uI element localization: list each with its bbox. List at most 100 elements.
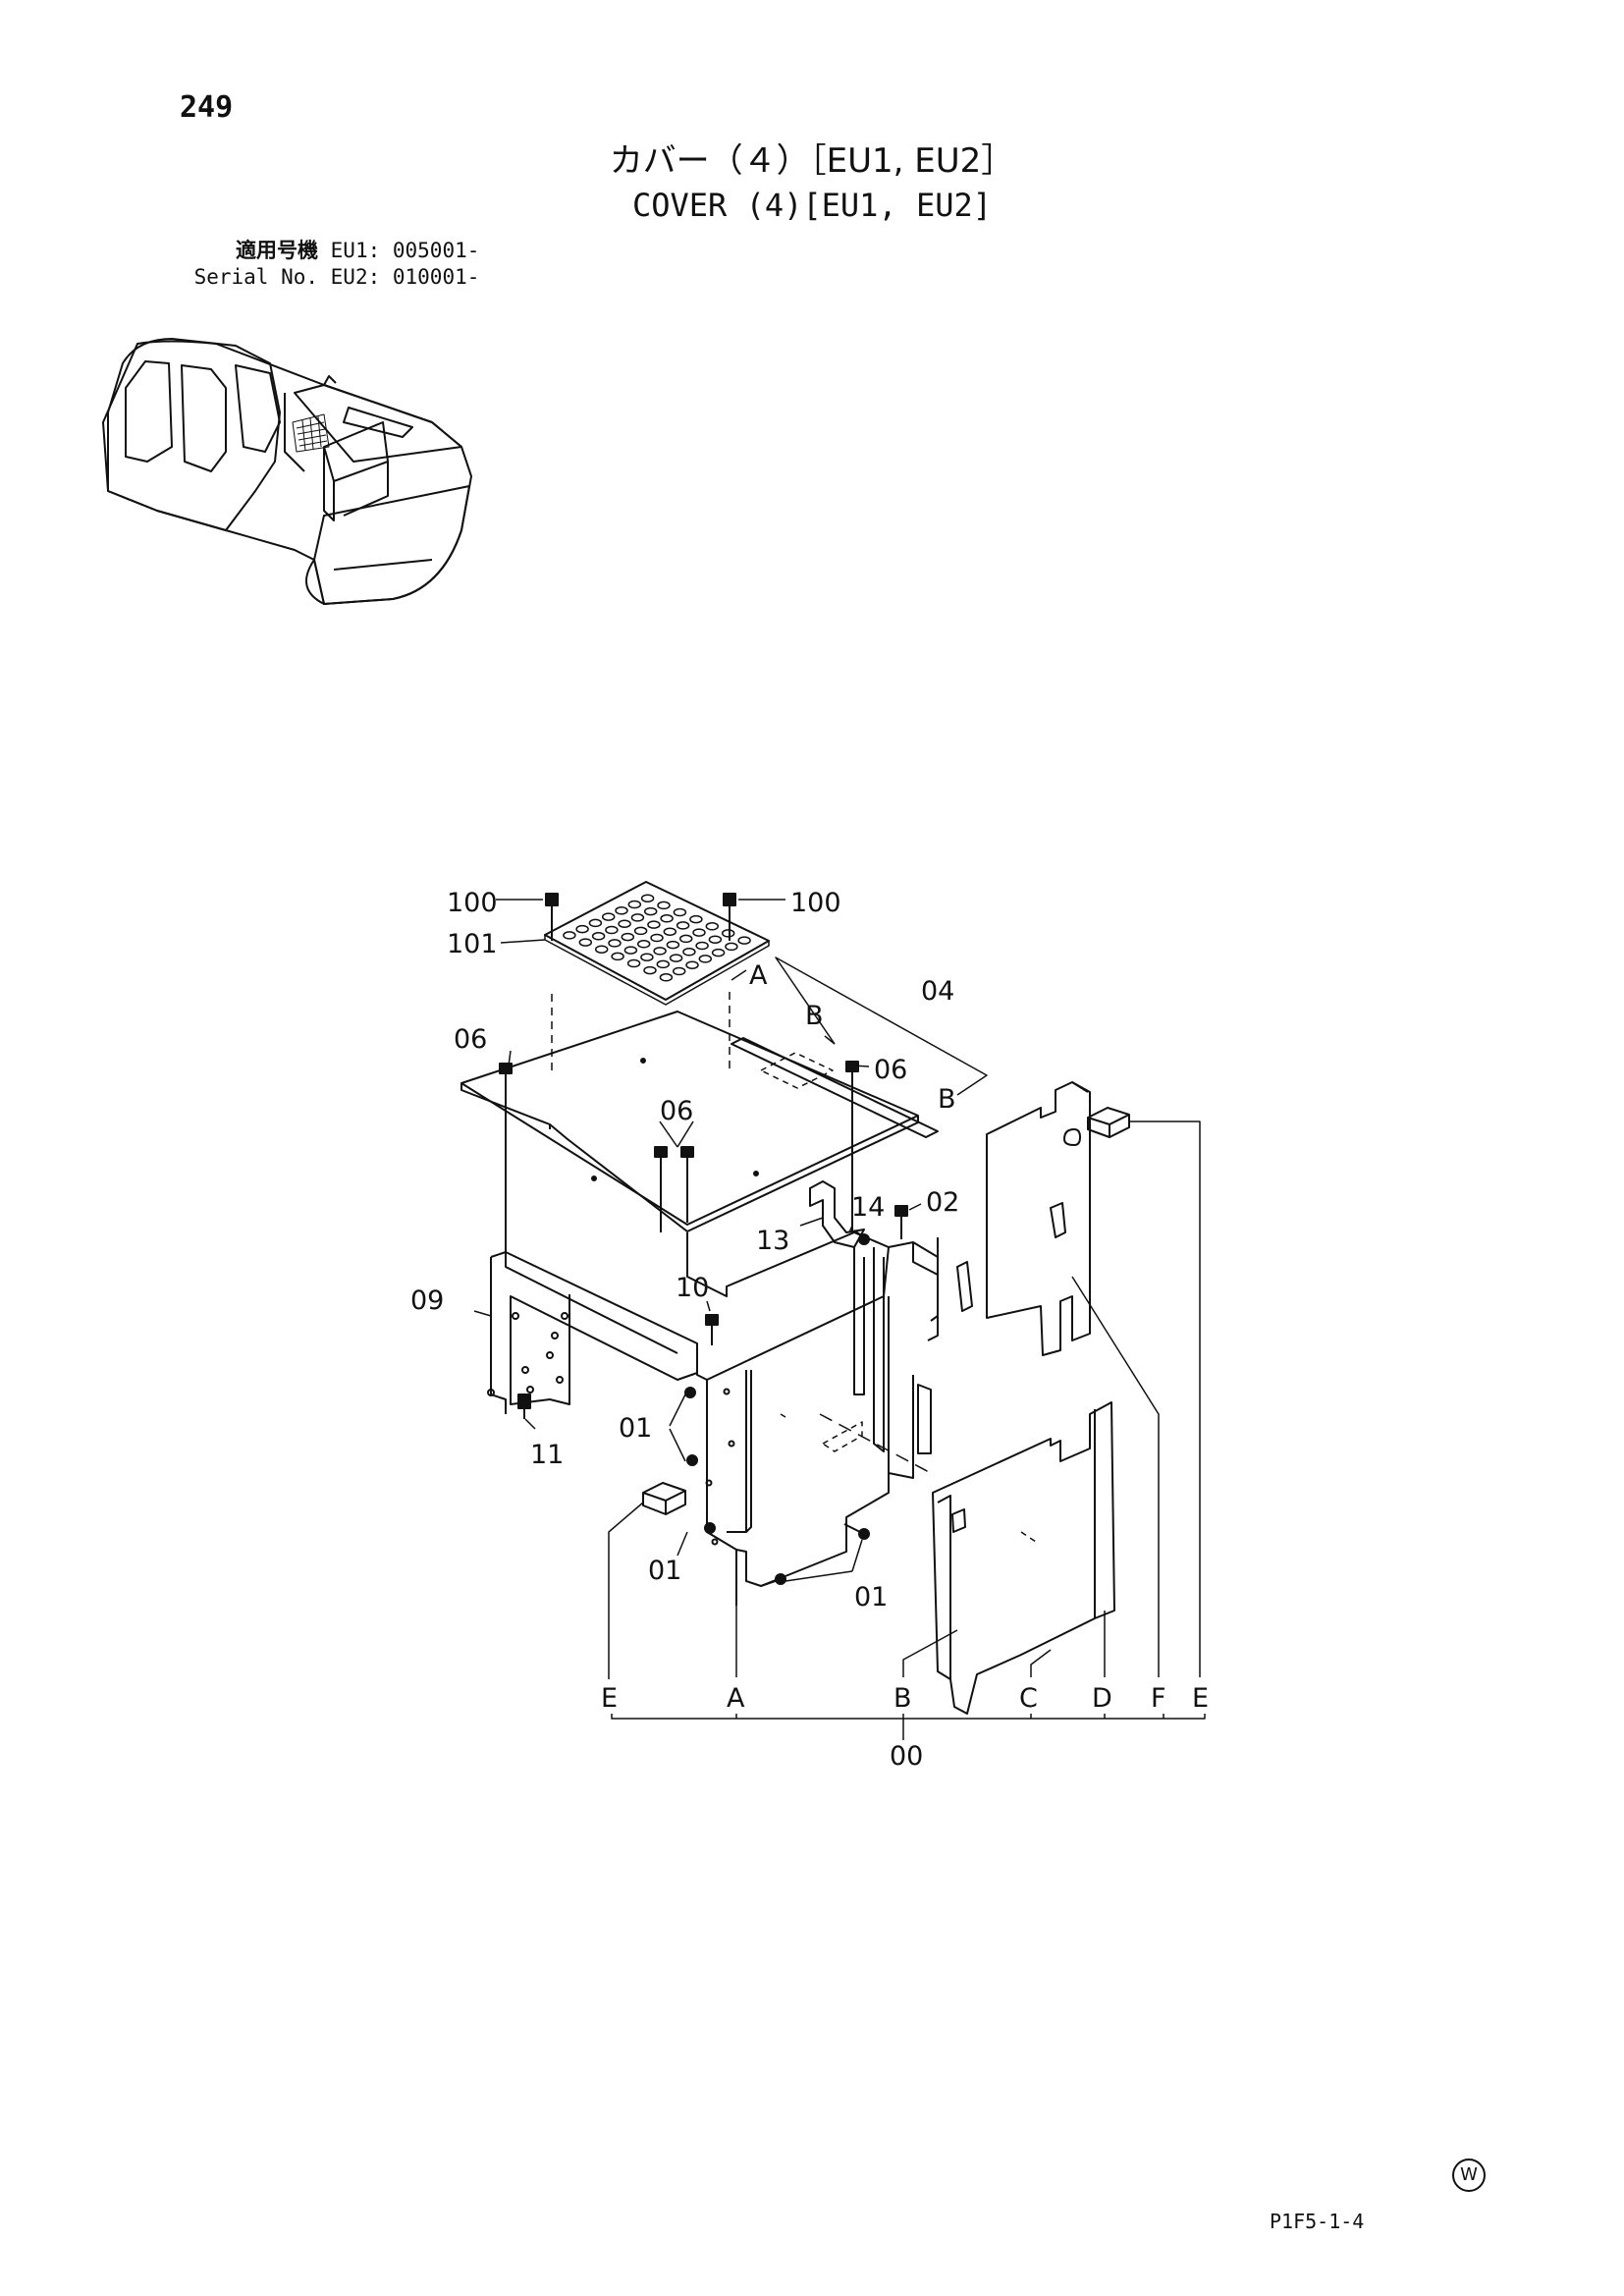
page-number: 249: [180, 90, 234, 125]
plate-hole: [705, 922, 720, 931]
plate-hole: [591, 932, 606, 941]
plate-hole: [678, 934, 693, 944]
plate-hole: [647, 920, 661, 929]
callout-b-top: B: [805, 1001, 824, 1031]
plate-hole: [689, 914, 703, 924]
callout-100-left: 100: [447, 888, 498, 918]
plate-hole: [636, 940, 651, 949]
plate-hole: [659, 973, 674, 982]
bracket-label-a: A: [727, 1683, 745, 1714]
plate-hole: [623, 946, 638, 955]
plate-hole: [698, 955, 713, 963]
plate-hole: [563, 931, 576, 940]
plate-hole: [626, 958, 641, 968]
callout-b-right: B: [938, 1084, 956, 1115]
serial-eu2: EU2: 010001-: [330, 265, 480, 289]
plate-hole: [660, 914, 674, 923]
serial-label-jp: 適用号機: [236, 239, 318, 262]
callout-01-low: 01: [648, 1556, 681, 1586]
callout-10: 10: [676, 1273, 709, 1303]
side-panel-lower: [932, 1401, 1115, 1715]
plate-hole: [615, 906, 628, 915]
drawing-code: P1F5-1-4: [1270, 2210, 1365, 2233]
bracket-label-c: C: [1019, 1683, 1038, 1714]
bolts-01: [684, 1387, 870, 1587]
bolt-100-left: [545, 893, 559, 941]
bracket-label-d: D: [1092, 1683, 1112, 1714]
bolt-10: [705, 1314, 719, 1345]
plate-hole: [663, 927, 677, 936]
callout-01-left: 01: [619, 1413, 652, 1444]
perforated-plate-101: [544, 881, 770, 1006]
serial-row-2: Serial No. EU2: 010001-: [175, 264, 480, 291]
plate-hole: [672, 966, 686, 976]
plate-holes: [563, 894, 751, 982]
plate-hole: [676, 921, 690, 930]
plate-hole: [737, 936, 751, 945]
bracket-label-e-right: E: [1192, 1683, 1209, 1714]
bracket-13: [809, 1180, 870, 1248]
callout-01-right: 01: [854, 1582, 888, 1613]
plate-hole: [725, 942, 738, 952]
plate-hole: [611, 952, 624, 961]
excavator-thumbnail: [102, 338, 472, 605]
strip-04: [731, 1037, 939, 1138]
plate-hole: [643, 906, 658, 916]
plate-hole: [666, 940, 680, 950]
plate-hole: [630, 913, 645, 922]
bracket-label-e-left: E: [601, 1683, 618, 1714]
plate-hole: [708, 935, 723, 944]
callout-13: 13: [756, 1226, 789, 1256]
plate-hole: [695, 941, 709, 951]
plate-hole: [605, 925, 619, 935]
plate-hole: [711, 948, 726, 957]
plate-hole: [692, 928, 706, 937]
callout-02: 02: [926, 1187, 959, 1218]
callout-101: 101: [447, 929, 498, 959]
callout-100-right: 100: [790, 888, 841, 918]
bolt-02: [894, 1205, 908, 1239]
side-panel-upper: [986, 1081, 1091, 1356]
callout-09: 09: [410, 1285, 444, 1316]
plate-hole: [669, 954, 683, 962]
block-e-left: [642, 1482, 686, 1515]
plate-hole: [640, 953, 654, 961]
plate-hole: [685, 960, 699, 969]
serial-info: 適用号機 EU1: 005001- Serial No. EU2: 010001…: [175, 238, 480, 291]
serial-eu1: EU1: 005001-: [330, 239, 480, 262]
callout-04: 04: [921, 976, 954, 1007]
plate-hole: [721, 929, 735, 938]
plate-hole: [656, 959, 671, 969]
callout-14: 14: [851, 1192, 885, 1223]
plate-hole: [643, 965, 657, 975]
plate-hole: [621, 932, 635, 942]
plate-hole: [608, 939, 622, 948]
plate-hole: [627, 900, 642, 909]
plate-hole: [633, 926, 648, 936]
front-frame-09: [487, 1251, 698, 1414]
plate-hole: [673, 907, 687, 917]
plate-hole: [594, 945, 609, 954]
callout-06-right: 06: [874, 1055, 907, 1085]
title-japanese: カバー（４）［EU1, EU2］: [609, 141, 1015, 181]
title-english: COVER (4)[EU1, EU2]: [631, 187, 993, 224]
plate-hole: [618, 919, 631, 928]
plate-hole: [657, 901, 671, 910]
bolt-11: [517, 1394, 531, 1419]
plate-hole: [650, 933, 664, 943]
serial-row-1: 適用号機 EU1: 005001-: [175, 238, 479, 264]
bolt-100-right: [723, 893, 736, 941]
bracket-label-f: F: [1151, 1683, 1166, 1714]
leader-lines: [473, 899, 1206, 1740]
watermark-logo: W: [1452, 2159, 1486, 2192]
plate-hole: [578, 938, 593, 947]
plate-hole: [653, 947, 667, 956]
callout-a-top: A: [749, 960, 768, 991]
plate-hole: [588, 918, 603, 928]
plate-hole: [682, 948, 696, 957]
callout-06-left: 06: [454, 1024, 487, 1055]
bracket-label-b: B: [893, 1683, 912, 1714]
block-e-right: [1087, 1107, 1130, 1138]
plate-hole: [640, 894, 655, 902]
